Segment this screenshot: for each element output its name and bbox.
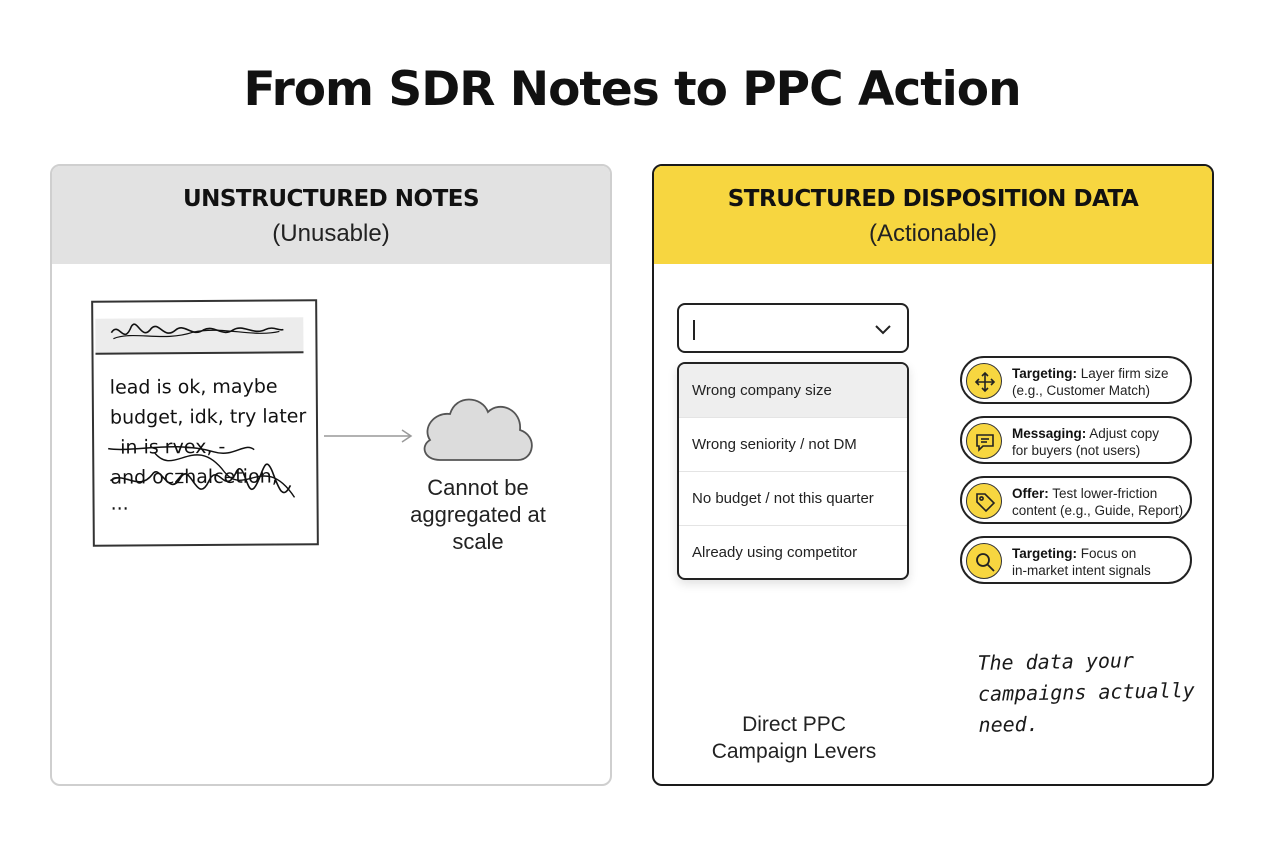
action-text: Focus on [1077, 546, 1137, 561]
move-arrows-icon [966, 363, 1002, 399]
action-pill-offer: Offer: Test lower-friction content (e.g.… [960, 476, 1192, 524]
action-text: Adjust copy [1086, 426, 1160, 441]
gear-caption: Direct PPC Campaign Levers [684, 711, 904, 765]
action-text: Test lower-friction [1048, 486, 1158, 501]
notepad: lead is ok, maybe budget, idk, try later… [91, 299, 319, 547]
gear-caption-line: Direct PPC [742, 713, 846, 736]
action-label: Offer: [1012, 486, 1049, 501]
dropdown-option[interactable]: Wrong company size [679, 364, 907, 418]
tag-icon [966, 483, 1002, 519]
dropdown-option[interactable]: Already using competitor [692, 544, 858, 561]
note-line: lead is ok, maybe [109, 375, 278, 399]
action-label: Messaging: [1012, 426, 1087, 441]
action-pill-targeting-firm-size: Targeting: Layer firm size (e.g., Custom… [960, 356, 1192, 404]
note-line: in is rvex, - [120, 435, 226, 459]
action-text-line2: for buyers (not users) [1012, 443, 1141, 458]
header-scribble [108, 323, 296, 498]
action-label: Targeting: [1012, 366, 1077, 381]
note-line: and oczhalcetion, [110, 465, 278, 489]
handnote-line: The data your [977, 648, 1135, 675]
search-icon [966, 543, 1002, 579]
message-icon [966, 423, 1002, 459]
cloud-caption: Cannot be aggregated at scale [410, 475, 546, 554]
handwritten-note: The data your campaigns actually need. [977, 644, 1199, 741]
panel-header: UNSTRUCTURED NOTES (Unusable) [52, 166, 610, 264]
panel-header: STRUCTURED DISPOSITION DATA (Actionable) [654, 166, 1212, 264]
action-pill-messaging: Messaging: Adjust copy for buyers (not u… [960, 416, 1192, 464]
chevron-down-icon [875, 325, 891, 335]
action-text-line2: content (e.g., Guide, Report) [1012, 503, 1184, 518]
handnote-line: need. [978, 711, 1039, 737]
panel-title: UNSTRUCTURED NOTES [182, 186, 480, 212]
handnote-line: campaigns actually [977, 678, 1195, 706]
action-label: Targeting: [1012, 546, 1077, 561]
dropdown-option[interactable]: Wrong seniority / not DM [679, 418, 907, 472]
panel-subtitle: (Actionable) [868, 220, 998, 247]
note-line: ... [110, 492, 129, 515]
disposition-select[interactable] [677, 303, 909, 353]
action-pill-targeting-intent: Targeting: Focus on in-market intent sig… [960, 536, 1192, 584]
dropdown-option[interactable]: No budget / not this quarter [679, 472, 907, 526]
panel-subtitle: (Unusable) [272, 220, 390, 247]
gear-caption-line: Campaign Levers [711, 740, 877, 763]
action-text: Layer firm size [1077, 366, 1169, 381]
note-line: budget, idk, try later [109, 405, 307, 429]
dropdown-options: Wrong company size Wrong seniority / not… [677, 362, 909, 580]
text-caret [693, 320, 695, 340]
action-text-line2: in-market intent signals [1012, 563, 1151, 578]
action-text-line2: (e.g., Customer Match) [1012, 383, 1151, 398]
panel-title: STRUCTURED DISPOSITION DATA [727, 186, 1139, 212]
page-title: From SDR Notes to PPC Action [243, 62, 1021, 117]
